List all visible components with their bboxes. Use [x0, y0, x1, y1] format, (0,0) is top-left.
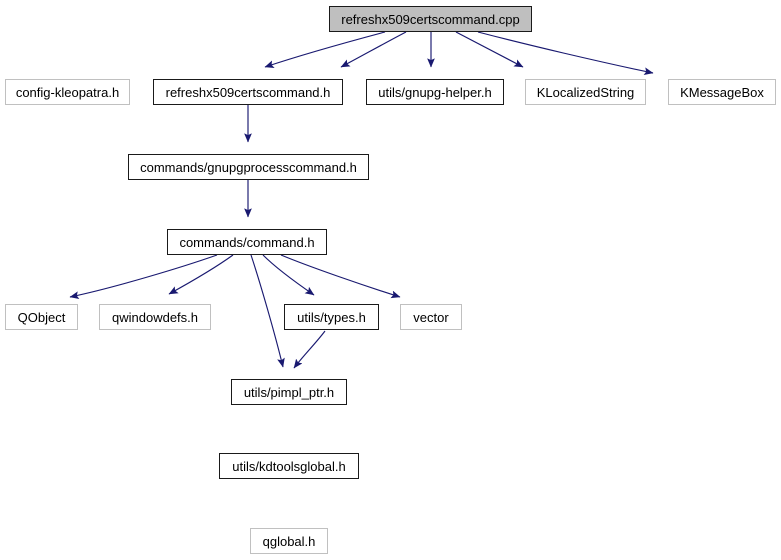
- graph-node-label: KMessageBox: [680, 84, 764, 100]
- graph-node-label: QObject: [17, 309, 66, 325]
- graph-node-n13[interactable]: utils/kdtoolsglobal.h: [219, 453, 359, 479]
- graph-node-n2[interactable]: refreshx509certscommand.h: [153, 79, 343, 105]
- graph-node-n5[interactable]: KMessageBox: [668, 79, 776, 105]
- edge-n0-to-n2: [340, 31, 407, 68]
- graph-node-label: commands/command.h: [179, 234, 315, 250]
- graph-node-n11[interactable]: vector: [400, 304, 462, 330]
- graph-node-n8[interactable]: QObject: [5, 304, 78, 330]
- graph-node-label: KLocalizedString: [536, 84, 635, 100]
- edge-n10-to-n12: [293, 330, 326, 369]
- edge-n7-to-n12: [250, 254, 285, 368]
- graph-node-n4[interactable]: KLocalizedString: [525, 79, 646, 105]
- graph-node-label: config-kleopatra.h: [15, 84, 120, 100]
- graph-node-label: utils/types.h: [297, 309, 366, 325]
- graph-node-n0[interactable]: refreshx509certscommand.cpp: [329, 6, 532, 32]
- graph-node-label: qglobal.h: [262, 533, 316, 549]
- graph-node-n12[interactable]: utils/pimpl_ptr.h: [231, 379, 347, 405]
- graph-node-n10[interactable]: utils/types.h: [284, 304, 379, 330]
- graph-node-label: refreshx509certscommand.h: [165, 84, 331, 100]
- graph-node-n9[interactable]: qwindowdefs.h: [99, 304, 211, 330]
- graph-node-label: utils/gnupg-helper.h: [378, 84, 492, 100]
- graph-node-label: utils/kdtoolsglobal.h: [232, 458, 346, 474]
- graph-node-label: refreshx509certscommand.cpp: [341, 11, 520, 27]
- graph-node-label: qwindowdefs.h: [112, 309, 198, 325]
- graph-node-n7[interactable]: commands/command.h: [167, 229, 327, 255]
- graph-node-label: commands/gnupgprocesscommand.h: [140, 159, 357, 175]
- edge-n7-to-n11: [280, 254, 401, 299]
- graph-node-n1[interactable]: config-kleopatra.h: [5, 79, 130, 105]
- edge-n7-to-n10: [262, 254, 315, 296]
- edge-n0-to-n4: [455, 31, 524, 68]
- graph-node-n14[interactable]: qglobal.h: [250, 528, 328, 554]
- edge-n7-to-n8: [69, 254, 218, 300]
- edge-n0-to-n5: [477, 31, 654, 76]
- edge-n7-to-n9: [168, 254, 234, 295]
- graph-node-n3[interactable]: utils/gnupg-helper.h: [366, 79, 504, 105]
- graph-node-n6[interactable]: commands/gnupgprocesscommand.h: [128, 154, 369, 180]
- edge-n0-to-n1: [264, 31, 386, 68]
- graph-node-label: vector: [413, 309, 449, 325]
- graph-node-label: utils/pimpl_ptr.h: [243, 384, 335, 400]
